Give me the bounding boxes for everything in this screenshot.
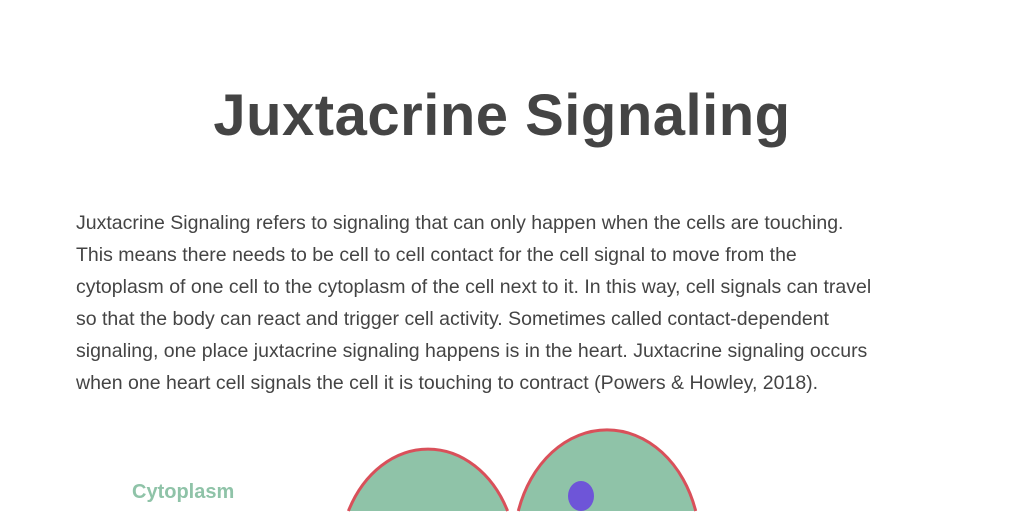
page-title: Juxtacrine Signaling bbox=[213, 83, 791, 148]
paragraph-line: when one heart cell signals the cell it … bbox=[76, 372, 819, 394]
left-cell bbox=[347, 447, 509, 512]
right-cell bbox=[516, 428, 698, 512]
nucleus bbox=[568, 481, 594, 511]
paragraph-line: This means there needs to be cell to cel… bbox=[76, 244, 797, 266]
paragraph-line: signaling, one place juxtacrine signalin… bbox=[76, 340, 868, 362]
description-paragraph: Juxtacrine Signaling refers to signaling… bbox=[76, 207, 1006, 399]
paragraph-line: so that the body can react and trigger c… bbox=[76, 308, 829, 330]
cytoplasm-label: Cytoplasm bbox=[132, 481, 235, 503]
paragraph-line: Juxtacrine Signaling refers to signaling… bbox=[76, 212, 844, 234]
paragraph-line: cytoplasm of one cell to the cytoplasm o… bbox=[76, 276, 872, 298]
